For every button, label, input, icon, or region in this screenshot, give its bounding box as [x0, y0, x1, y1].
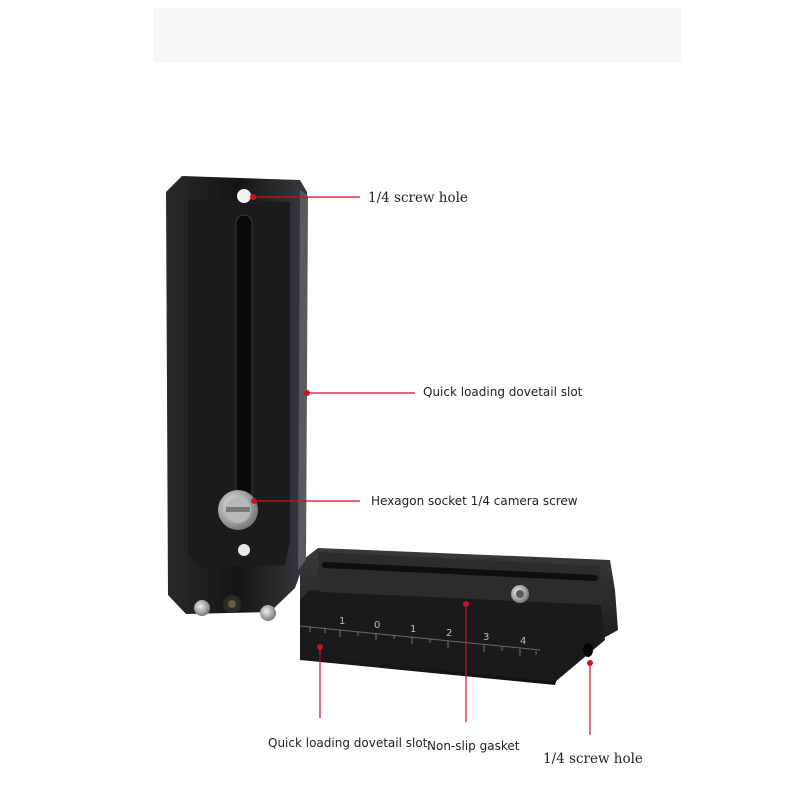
callout-lines	[250, 194, 593, 735]
callout-bottom-screw-hole: 1/4 screw hole	[543, 751, 643, 767]
callout-bottom-dovetail: Quick loading dovetail slot	[268, 736, 428, 750]
scale-label: 0	[374, 620, 381, 631]
top-banner-strip	[153, 8, 681, 63]
callout-top-screw-hole: 1/4 screw hole	[368, 190, 468, 206]
vertical-plate	[166, 176, 308, 621]
callout-vertical-dovetail: Quick loading dovetail slot	[423, 385, 583, 399]
scale-label: 1	[410, 624, 417, 635]
callout-camera-screw: Hexagon socket 1/4 camera screw	[371, 494, 578, 508]
callout-gasket: Non-slip gasket	[427, 739, 520, 753]
horizontal-plate	[299, 548, 618, 685]
scale-label: 2	[446, 628, 453, 639]
scale-label: 1	[339, 616, 346, 627]
scale-label: 3	[483, 632, 490, 643]
scale-label: 4	[520, 636, 527, 647]
